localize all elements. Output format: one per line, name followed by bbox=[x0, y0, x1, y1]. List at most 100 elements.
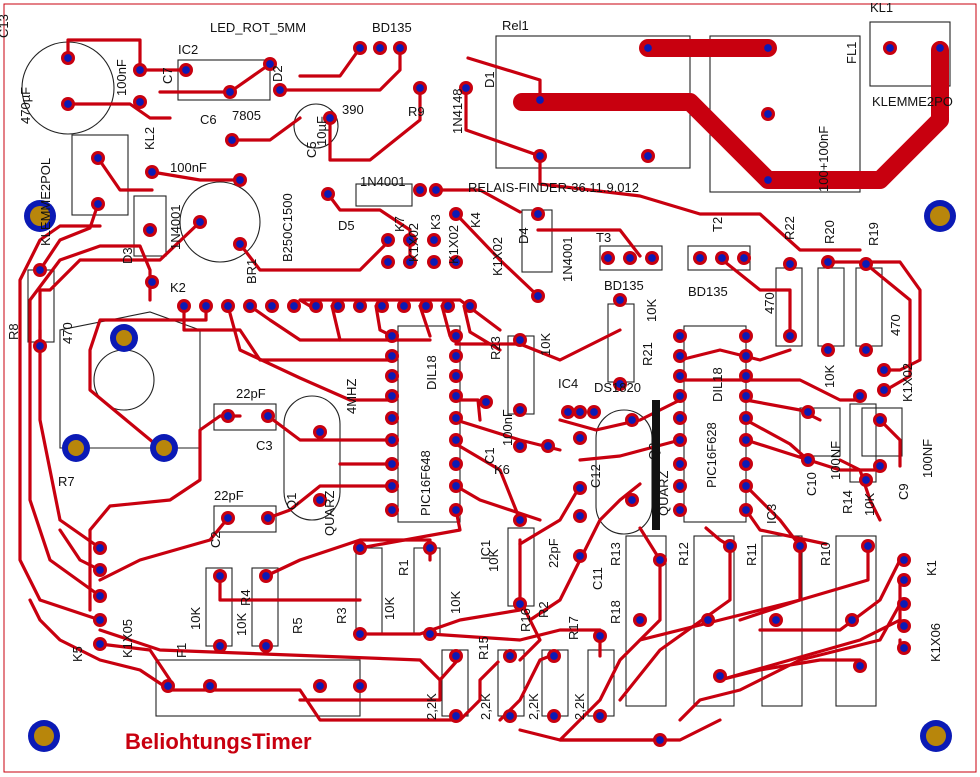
label-r15v: 2,2K bbox=[424, 693, 439, 720]
solder-pad bbox=[673, 349, 687, 363]
solder-pad bbox=[513, 513, 527, 527]
label-c10v: 100NF bbox=[828, 441, 843, 480]
label-r19v: 470 bbox=[888, 314, 903, 336]
label-pic2: PIC16F628 bbox=[704, 422, 719, 488]
solder-pad bbox=[613, 377, 627, 391]
label-c2v: 22pF bbox=[214, 488, 244, 503]
solder-pad bbox=[449, 349, 463, 363]
solder-pad bbox=[503, 649, 517, 663]
solder-pad bbox=[233, 237, 247, 251]
label-r9v: 390 bbox=[342, 102, 364, 117]
solder-pad bbox=[673, 369, 687, 383]
solder-pad bbox=[459, 81, 473, 95]
label-r5v: 10K bbox=[188, 607, 203, 630]
solder-pad bbox=[261, 409, 275, 423]
solder-pad bbox=[309, 299, 323, 313]
label-d4v: 1N4001 bbox=[560, 236, 575, 282]
solder-pad bbox=[353, 41, 367, 55]
label-r2: R2 bbox=[536, 601, 551, 618]
label-r23v: 10K bbox=[538, 333, 553, 356]
solder-pad bbox=[531, 289, 545, 303]
solder-pad bbox=[427, 255, 441, 269]
label-r17v: 2,2K bbox=[526, 693, 541, 720]
pads bbox=[33, 41, 947, 747]
solder-pad bbox=[449, 411, 463, 425]
label-ds1820: DS1820 bbox=[594, 380, 641, 395]
solder-pad bbox=[385, 479, 399, 493]
solder-pad bbox=[353, 541, 367, 555]
solder-pad bbox=[243, 299, 257, 313]
solder-pad bbox=[673, 457, 687, 471]
label-kl1: KL1 bbox=[870, 0, 893, 15]
solder-pad bbox=[441, 299, 455, 313]
solder-pad bbox=[225, 133, 239, 147]
solder-pad bbox=[403, 233, 417, 247]
solder-pad bbox=[625, 493, 639, 507]
solder-pad bbox=[61, 97, 75, 111]
label-k1x02d: K1X02 bbox=[900, 363, 915, 402]
solder-pad bbox=[313, 493, 327, 507]
solder-pad bbox=[449, 369, 463, 383]
mounting-holes bbox=[24, 200, 956, 752]
solder-pad bbox=[223, 85, 237, 99]
solder-pad bbox=[321, 187, 335, 201]
label-d3: D3 bbox=[120, 247, 135, 264]
label-ic3: IC3 bbox=[764, 504, 779, 524]
solder-pad bbox=[33, 339, 47, 353]
solder-pad bbox=[853, 659, 867, 673]
solder-pad bbox=[673, 389, 687, 403]
solder-pad bbox=[783, 257, 797, 271]
label-rel1: Rel1 bbox=[502, 18, 529, 33]
label-br1: BR1 bbox=[244, 259, 259, 284]
solder-pad bbox=[769, 613, 783, 627]
label-c10: C10 bbox=[804, 472, 819, 496]
label-k1x06: K1X06 bbox=[928, 623, 943, 662]
solder-pad bbox=[533, 149, 547, 163]
solder-pad bbox=[259, 569, 273, 583]
solder-pad bbox=[673, 411, 687, 425]
solder-pad bbox=[221, 409, 235, 423]
solder-pad bbox=[385, 457, 399, 471]
label-ic4: IC4 bbox=[558, 376, 578, 391]
solder-pad bbox=[93, 541, 107, 555]
solder-pad bbox=[859, 257, 873, 271]
solder-pad bbox=[449, 207, 463, 221]
label-r22v: 470 bbox=[762, 292, 777, 314]
label-c6v: 100nF bbox=[170, 160, 207, 175]
label-k6: K6 bbox=[494, 462, 510, 477]
label-f1: F1 bbox=[174, 643, 189, 658]
solder-pad bbox=[877, 363, 891, 377]
solder-pad bbox=[873, 413, 887, 427]
label-c6v2: 100+100nF bbox=[816, 126, 831, 192]
solder-pad bbox=[573, 549, 587, 563]
solder-pad bbox=[845, 613, 859, 627]
solder-pad bbox=[263, 57, 277, 71]
label-u7805: 7805 bbox=[232, 108, 261, 123]
solder-pad bbox=[273, 83, 287, 97]
solder-pad bbox=[883, 41, 897, 55]
label-d5v: 1N4001 bbox=[360, 174, 406, 189]
solder-pad bbox=[693, 251, 707, 265]
solder-pad bbox=[801, 405, 815, 419]
label-k1x02b: K1X02 bbox=[446, 225, 461, 264]
label-r3: R3 bbox=[334, 607, 349, 624]
solder-pad bbox=[531, 207, 545, 221]
solder-pad bbox=[739, 329, 753, 343]
label-r4: R4 bbox=[238, 589, 253, 606]
solder-pad bbox=[641, 149, 655, 163]
label-c12: C12 bbox=[588, 464, 603, 488]
solder-pad bbox=[653, 553, 667, 567]
solder-pad bbox=[413, 81, 427, 95]
solder-pad bbox=[587, 405, 601, 419]
label-dil18b: DIL18 bbox=[710, 367, 725, 402]
solder-pad bbox=[133, 95, 147, 109]
label-r21v: 10K bbox=[644, 299, 659, 322]
label-b250: B250C1500 bbox=[280, 193, 295, 262]
solder-pad bbox=[513, 597, 527, 611]
solder-pad bbox=[859, 473, 873, 487]
solder-pad bbox=[193, 215, 207, 229]
solder-pad bbox=[203, 679, 217, 693]
label-r11: R11 bbox=[744, 543, 759, 566]
label-d5: D5 bbox=[338, 218, 355, 233]
